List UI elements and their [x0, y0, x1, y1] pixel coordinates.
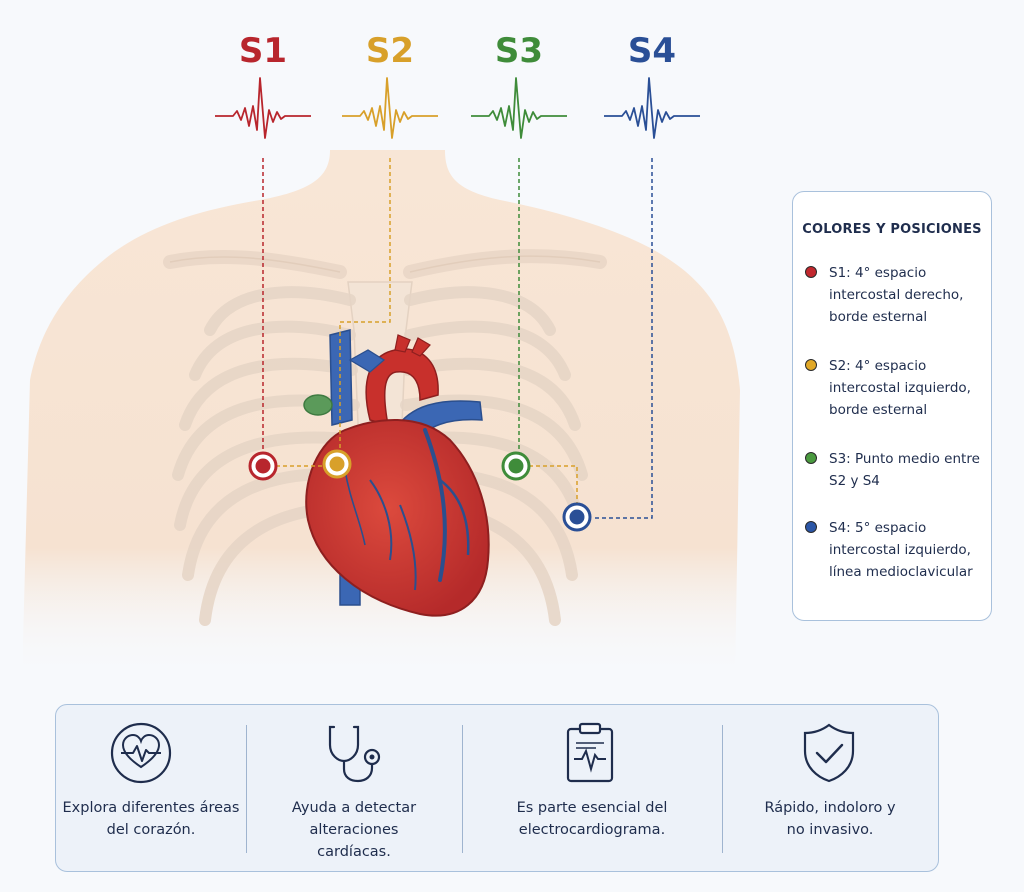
legend-dot-s4 — [805, 521, 817, 533]
divider — [722, 725, 723, 853]
legend-dot-s3 — [805, 452, 817, 464]
electrode-marker-s4 — [562, 502, 592, 532]
feature-detect: Ayuda a detectar alteraciones cardíacas. — [246, 705, 462, 873]
electrode-marker-s1 — [248, 451, 278, 481]
legend-text-s1: S1: 4° espacio intercostal derecho, bord… — [829, 265, 964, 325]
heart-pulse-icon — [110, 722, 172, 784]
legend-text-s4: S4: 5° espacio intercostal izquierdo, lí… — [829, 520, 973, 580]
leader-line-s4 — [592, 158, 653, 519]
leader-line-s3-s4 — [529, 465, 578, 504]
lead-title-s3: S3 — [495, 31, 543, 71]
superior-vena-cava — [329, 329, 353, 426]
stethoscope-icon — [328, 725, 381, 783]
legend-text-s2: S2: 4° espacio intercostal izquierdo, bo… — [829, 358, 971, 418]
shield-check-icon — [803, 723, 855, 783]
divider — [246, 725, 247, 853]
lead-title-s4: S4 — [628, 31, 676, 71]
feature-text-safe: Rápido, indoloro y no invasivo. — [764, 800, 896, 838]
legend-title: COLORES Y POSICIONES — [802, 222, 982, 237]
ecg-wave-s1 — [215, 77, 311, 139]
legend-dot-s2 — [805, 359, 817, 371]
lead-title-s1: S1 — [239, 31, 287, 71]
legend-box: COLORES Y POSICIONES S1: 4° espacio inte… — [792, 191, 992, 621]
electrode-marker-s3 — [501, 451, 531, 481]
features-panel: Explora diferentes áreas del corazón. Ay… — [55, 704, 939, 872]
feature-ecg: Es parte esencial del electrocardiograma… — [462, 705, 722, 873]
lead-title-s2: S2 — [366, 31, 414, 71]
feature-text-ecg: Es parte esencial del electrocardiograma… — [516, 800, 668, 838]
ecg-wave-s2 — [342, 77, 438, 139]
legend-dot-s1 — [805, 266, 817, 278]
heart-illustration — [303, 329, 490, 617]
electrode-marker-s2 — [322, 449, 352, 479]
divider — [462, 725, 463, 853]
feature-text-detect: Ayuda a detectar alteraciones cardíacas. — [291, 800, 417, 860]
ecg-wave-s3 — [471, 77, 567, 139]
feature-safe: Rápido, indoloro y no invasivo. — [722, 705, 938, 873]
legend-text-s3: S3: Punto medio entre S2 y S4 — [829, 451, 980, 489]
feature-text-explore: Explora diferentes áreas del corazón. — [62, 800, 240, 838]
feature-explore: Explora diferentes áreas del corazón. — [56, 705, 246, 873]
leader-line-s2 — [339, 158, 391, 458]
ecg-clipboard-icon — [566, 722, 614, 783]
ecg-wave-s4 — [604, 77, 700, 139]
